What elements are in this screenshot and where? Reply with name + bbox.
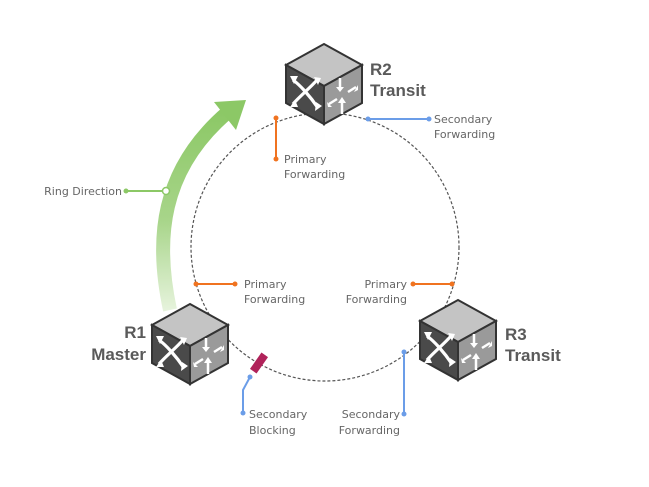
node-r1-role: Master — [91, 345, 146, 364]
port-r2-secondary-line2: Forwarding — [434, 128, 495, 141]
port-r2-secondary-line1: Secondary — [434, 113, 493, 126]
node-r2[interactable] — [284, 42, 364, 126]
port-r2-primary-line1: Primary — [284, 153, 327, 166]
blocking-port-marker — [249, 352, 269, 374]
port-r2-secondary: Secondary Forwarding — [365, 113, 495, 141]
node-r3-name: R3 — [505, 325, 527, 344]
port-r1-primary: Primary Forwarding — [193, 278, 305, 306]
port-r2-primary-line2: Forwarding — [284, 168, 345, 181]
port-r1-primary-line1: Primary — [244, 278, 287, 291]
switch-icon — [418, 298, 498, 382]
port-r3-primary: Primary Forwarding — [346, 278, 455, 306]
port-r1-secondary-line1: Secondary — [249, 408, 308, 421]
node-r2-name: R2 — [370, 60, 392, 79]
switch-icon — [150, 302, 230, 386]
node-r1-name: R1 — [124, 323, 146, 342]
port-r3-primary-line2: Forwarding — [346, 293, 407, 306]
node-r3[interactable] — [418, 298, 498, 382]
ring-direction-label: Ring Direction — [44, 185, 122, 198]
node-r3-role: Transit — [505, 346, 561, 365]
port-r1-secondary: Secondary Blocking — [240, 374, 308, 437]
switch-icon — [284, 42, 364, 126]
port-r1-secondary-line2: Blocking — [249, 424, 296, 437]
ring-direction-callout: Ring Direction — [44, 185, 171, 198]
port-r3-primary-line1: Primary — [364, 278, 407, 291]
node-r1[interactable] — [150, 302, 230, 386]
port-r3-secondary-line1: Secondary — [342, 408, 401, 421]
node-r2-role: Transit — [370, 81, 426, 100]
port-r2-primary: Primary Forwarding — [273, 115, 345, 181]
port-r3-secondary: Secondary Forwarding — [339, 349, 407, 437]
port-r1-primary-line2: Forwarding — [244, 293, 305, 306]
ring-direction-arrow — [156, 100, 246, 312]
port-r3-secondary-line2: Forwarding — [339, 424, 400, 437]
